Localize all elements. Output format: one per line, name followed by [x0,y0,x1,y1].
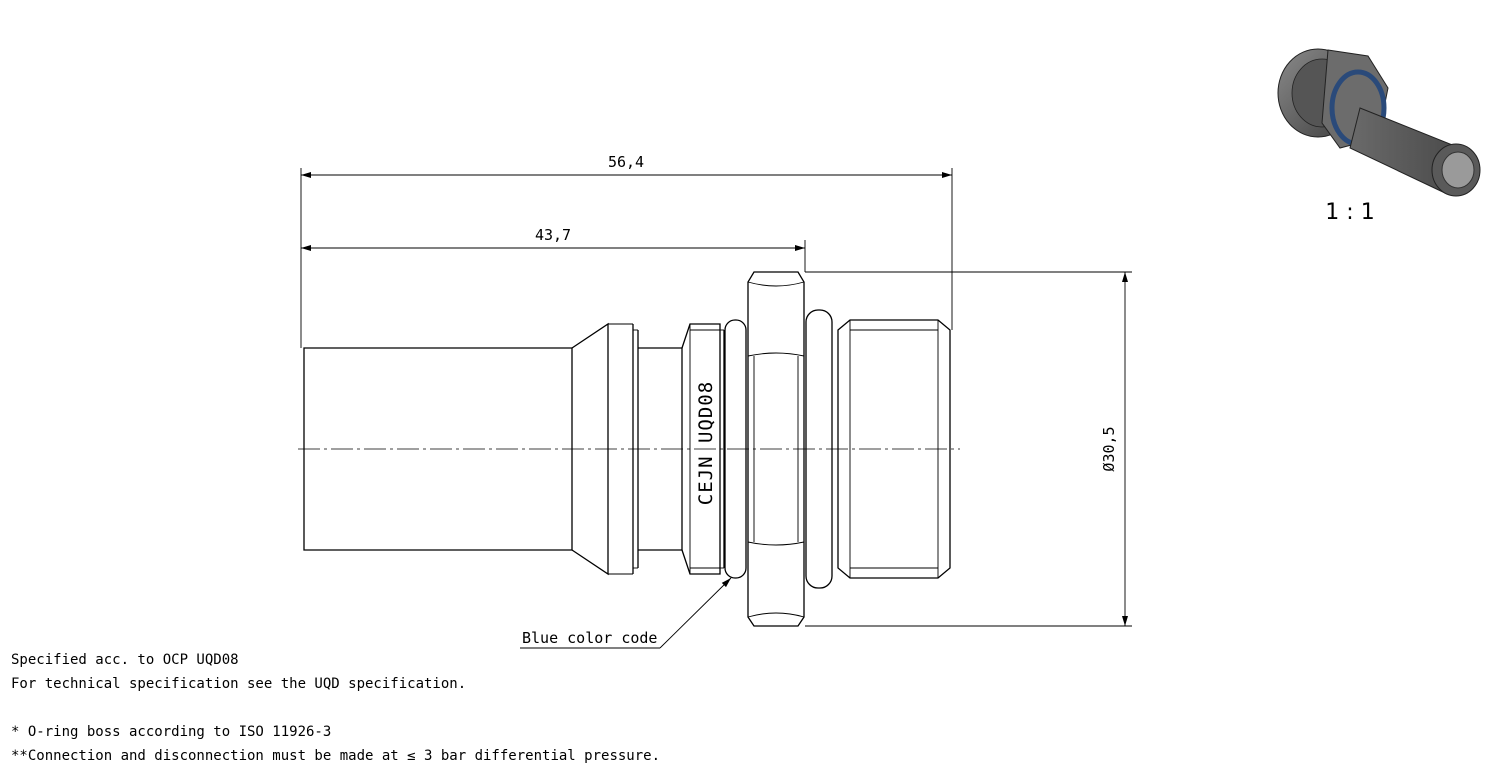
isometric-thumbnail [1277,48,1481,197]
oring-left [724,319,747,579]
dimension-overall-length-label: 56,4 [608,153,644,171]
blue-color-code-label: Blue color code [522,629,657,647]
dimension-overall-length: 56,4 [301,153,952,178]
blue-color-code-leader: Blue color code [520,577,732,649]
note-line-2: For technical specification see the UQD … [11,676,467,692]
part-marking: CEJN UQD08 [695,381,717,505]
notes-gap [11,696,660,720]
marked-ring [681,323,725,575]
taper-section [571,322,639,576]
oring-right [805,309,833,589]
hex-nut [747,271,805,627]
dimension-body-length: 43,7 [301,226,805,251]
notes-block: Specified acc. to OCP UQD08 For technica… [11,648,660,768]
threaded-end [837,319,951,579]
scale-label: 1 : 1 [1325,200,1375,225]
dimension-diameter-label: Ø30,5 [1100,426,1118,471]
footnote-line-2: **Connection and disconnection must be m… [11,748,661,764]
dimension-body-length-label: 43,7 [535,226,571,244]
extension-lines [300,168,1132,627]
footnote-line-1: * O-ring boss according to ISO 11926-3 [11,724,332,740]
note-line-1: Specified acc. to OCP UQD08 [11,652,239,668]
dimension-diameter: Ø30,5 [1100,272,1128,626]
neck-section [638,347,683,551]
